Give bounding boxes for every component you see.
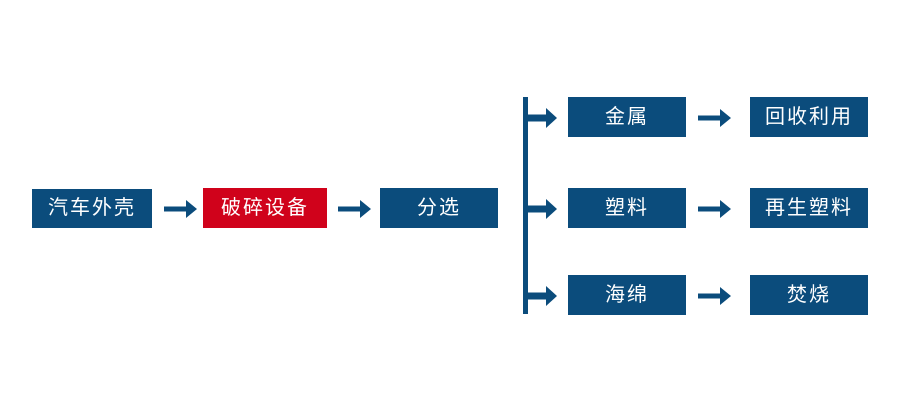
- node-car-shell[interactable]: 汽车外壳: [32, 189, 152, 228]
- node-incineration[interactable]: 焚烧: [750, 275, 868, 315]
- node-metal[interactable]: 金属: [568, 97, 686, 137]
- node-crushing-equipment[interactable]: 破碎设备: [203, 188, 327, 228]
- node-recycle-reuse[interactable]: 回收利用: [750, 97, 868, 137]
- branch-arrow-icon-1: [526, 105, 558, 131]
- arrow-right-icon-2: [336, 190, 374, 228]
- arrow-right-icon-3: [696, 99, 734, 137]
- distribution-line: [523, 97, 528, 314]
- node-plastic[interactable]: 塑料: [568, 188, 686, 228]
- node-regenerated-plastic[interactable]: 再生塑料: [750, 188, 868, 228]
- arrow-right-icon-5: [696, 277, 734, 315]
- node-sorting[interactable]: 分选: [380, 188, 498, 228]
- arrow-right-icon-1: [162, 190, 200, 228]
- node-sponge[interactable]: 海绵: [568, 275, 686, 315]
- branch-arrow-icon-2: [526, 196, 558, 222]
- branch-arrow-icon-3: [526, 283, 558, 309]
- arrow-right-icon-4: [696, 190, 734, 228]
